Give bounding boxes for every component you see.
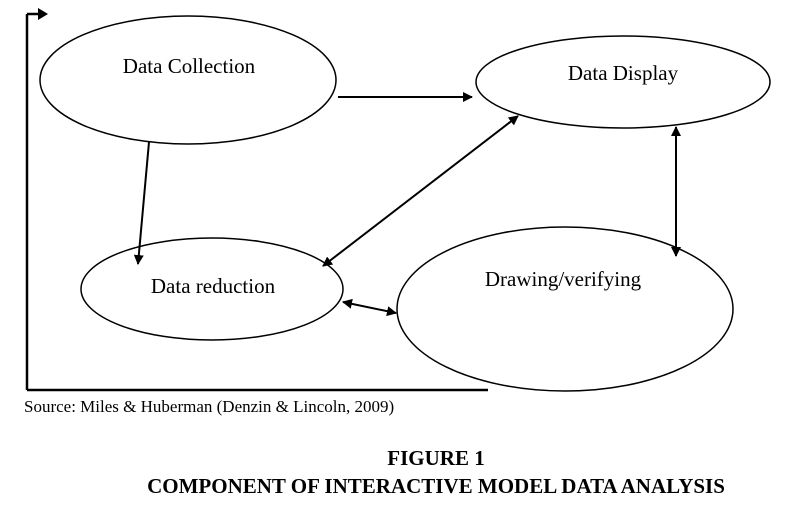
arrow-display-reduction-bidirectional <box>322 115 519 267</box>
frame-axis <box>25 8 488 392</box>
node-data-collection-label: Data Collection <box>123 54 256 78</box>
frame-arrow-icon <box>38 8 48 20</box>
node-data-display-label: Data Display <box>568 61 679 85</box>
node-drawing-verifying: Drawing/verifying <box>396 226 734 392</box>
node-data-display: Data Display <box>475 35 771 129</box>
node-data-display-ellipse <box>475 35 771 129</box>
node-drawing-verifying-label: Drawing/verifying <box>485 267 642 291</box>
node-data-collection-ellipse <box>39 15 337 145</box>
arrow-collection-to-reduction <box>133 141 150 265</box>
node-data-reduction-ellipse <box>80 237 344 341</box>
arrow-reduction-drawing-bidirectional <box>342 298 397 317</box>
figure-title: COMPONENT OF INTERACTIVE MODEL DATA ANAL… <box>147 474 725 498</box>
node-data-reduction: Data reduction <box>80 237 344 341</box>
node-drawing-verifying-ellipse <box>396 226 734 392</box>
node-data-collection: Data Collection <box>39 15 337 145</box>
node-data-reduction-label: Data reduction <box>151 274 276 298</box>
figure-number: FIGURE 1 <box>387 446 485 470</box>
source-note: Source: Miles & Huberman (Denzin & Linco… <box>24 397 395 416</box>
